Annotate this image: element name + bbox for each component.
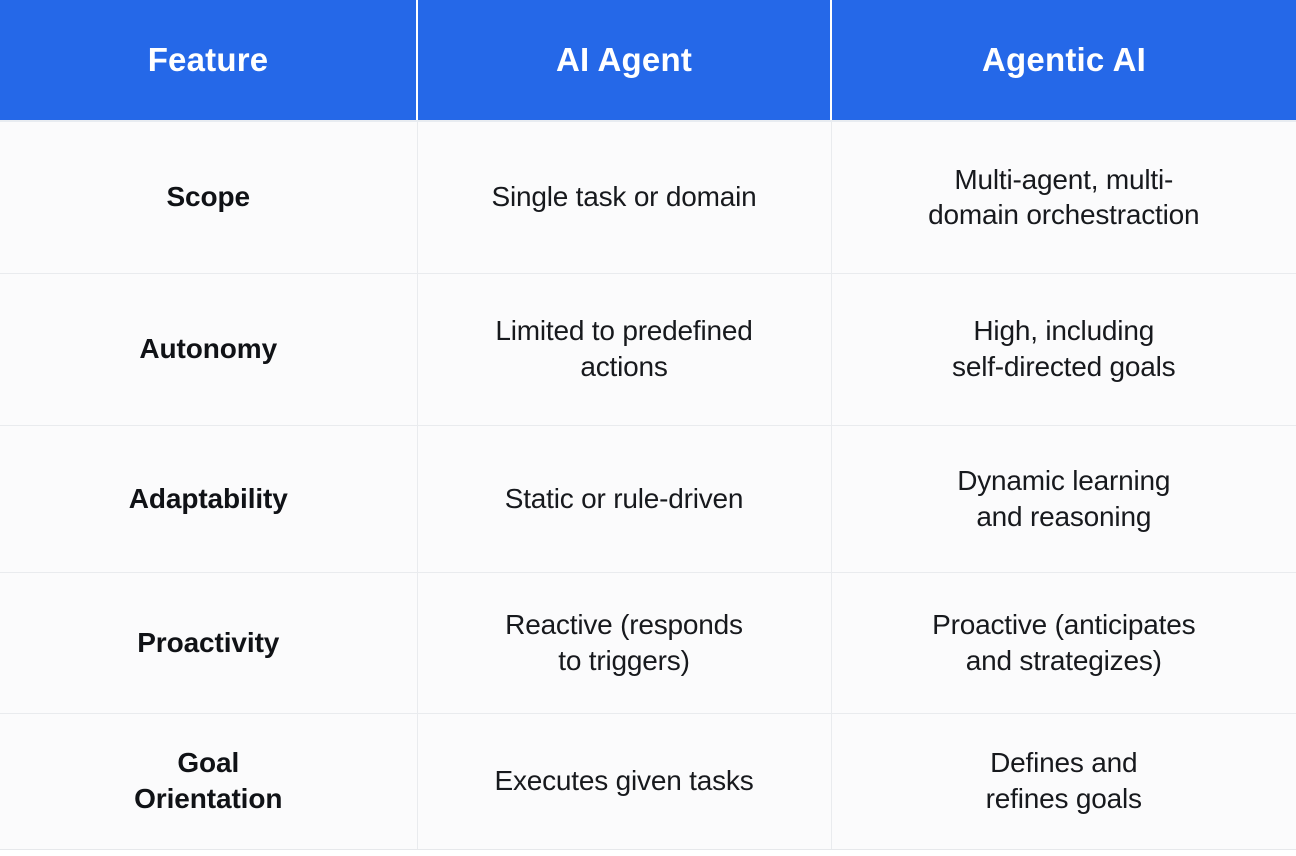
cell-agentic-ai-adaptability: Dynamic learning and reasoning bbox=[831, 425, 1296, 573]
cell-feature-proactivity: Proactivity bbox=[0, 572, 418, 714]
cell-text-line-2: Orientation bbox=[134, 783, 283, 814]
cell-text-line-1: High, including bbox=[973, 315, 1155, 347]
cell-agentic-ai-goal-orientation: Defines and refines goals bbox=[831, 713, 1296, 850]
cell-text-line-2: and strategizes) bbox=[965, 644, 1162, 676]
cell-agentic-ai-autonomy: High, including self-directed goals bbox=[831, 273, 1296, 426]
table-header: Feature AI Agent Agentic AI bbox=[0, 0, 1296, 122]
cell-text-line-2: domain orchestraction bbox=[928, 199, 1200, 231]
table-row: Adaptability Static or rule-driven Dynam… bbox=[0, 425, 1296, 573]
cell-ai-agent-goal-orientation: Executes given tasks bbox=[417, 713, 832, 850]
table-header-row: Feature AI Agent Agentic AI bbox=[0, 0, 1296, 122]
cell-text-line-1: Dynamic learning bbox=[957, 464, 1171, 496]
cell-text-line-2: to triggers) bbox=[558, 644, 690, 676]
cell-text-line-2: self-directed goals bbox=[952, 351, 1176, 382]
cell-text-line-1: Limited to predefined bbox=[495, 315, 753, 347]
table-row: Proactivity Reactive (responds to trigge… bbox=[0, 572, 1296, 714]
cell-ai-agent-proactivity: Reactive (responds to triggers) bbox=[417, 572, 832, 714]
column-header-feature: Feature bbox=[0, 0, 418, 122]
table-row: Scope Single task or domain Multi-agent,… bbox=[0, 121, 1296, 274]
cell-text-line-1: Proactive (anticipates bbox=[932, 608, 1196, 640]
cell-feature-scope: Scope bbox=[0, 121, 418, 274]
cell-text-line-2: refines goals bbox=[985, 783, 1142, 814]
cell-text-line-1: Goal bbox=[177, 747, 240, 779]
cell-ai-agent-autonomy: Limited to predefined actions bbox=[417, 273, 832, 426]
cell-text-line-1: Defines and bbox=[990, 747, 1138, 779]
cell-text-line-1: Reactive (responds bbox=[505, 608, 743, 640]
cell-text-line-2: actions bbox=[580, 351, 668, 382]
column-header-agentic-ai: Agentic AI bbox=[831, 0, 1296, 122]
cell-ai-agent-adaptability: Static or rule-driven bbox=[417, 425, 832, 573]
table-row: Autonomy Limited to predefined actions H… bbox=[0, 273, 1296, 426]
cell-text-line-2: and reasoning bbox=[976, 500, 1152, 532]
cell-agentic-ai-proactivity: Proactive (anticipates and strategizes) bbox=[831, 572, 1296, 714]
column-header-ai-agent: AI Agent bbox=[417, 0, 832, 122]
cell-ai-agent-scope: Single task or domain bbox=[417, 121, 832, 274]
cell-feature-autonomy: Autonomy bbox=[0, 273, 418, 426]
cell-feature-goal-orientation: Goal Orientation bbox=[0, 713, 418, 850]
cell-agentic-ai-scope: Multi-agent, multi- domain orchestractio… bbox=[831, 121, 1296, 274]
cell-text-line-1: Multi-agent, multi- bbox=[954, 163, 1174, 195]
cell-feature-adaptability: Adaptability bbox=[0, 425, 418, 573]
table-body: Scope Single task or domain Multi-agent,… bbox=[0, 121, 1296, 850]
table-row: Goal Orientation Executes given tasks De… bbox=[0, 713, 1296, 850]
